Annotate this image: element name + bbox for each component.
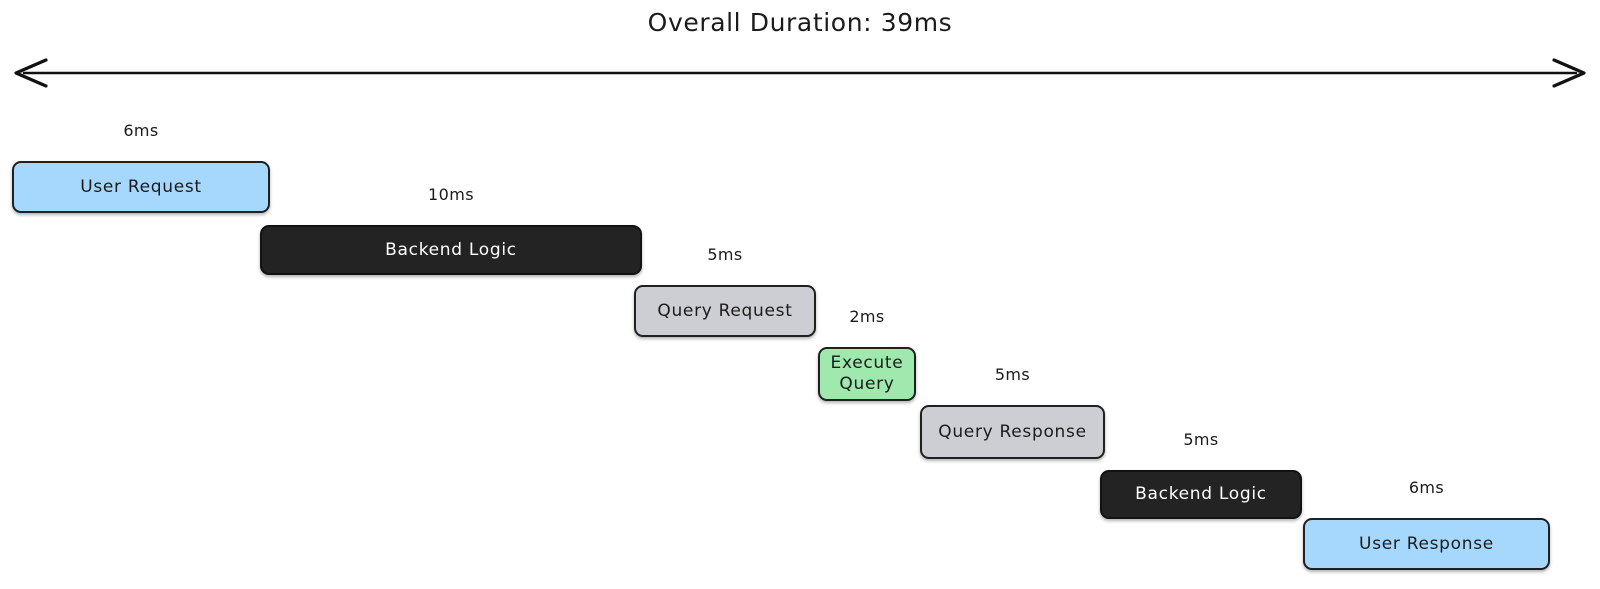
bar-execute-query[interactable]: Execute Query xyxy=(818,347,916,401)
bar-user-request-duration-label: 6ms xyxy=(123,121,159,140)
bar-query-request-duration-label: 5ms xyxy=(707,245,743,264)
bar-user-request[interactable]: User Request xyxy=(12,161,270,213)
bar-backend-logic-1-label: Backend Logic xyxy=(385,239,517,260)
bar-execute-query-label: Execute Query xyxy=(830,353,904,394)
bar-user-response[interactable]: User Response xyxy=(1303,518,1550,570)
overall-duration-axis xyxy=(14,58,1586,88)
bar-query-response-duration-label: 5ms xyxy=(994,365,1031,384)
bar-query-response[interactable]: Query Response xyxy=(920,405,1105,459)
bar-user-request-label: User Request xyxy=(80,176,202,197)
bar-user-response-duration-label: 6ms xyxy=(1408,478,1445,497)
bar-backend-logic-2-label: Backend Logic xyxy=(1135,484,1267,505)
bar-user-response-label: User Response xyxy=(1359,533,1494,554)
bar-backend-logic-2[interactable]: Backend Logic xyxy=(1100,470,1302,519)
bar-backend-logic-1-duration-label: 10ms xyxy=(428,185,474,204)
page-title: Overall Duration: 39ms xyxy=(647,8,953,37)
bar-query-request-label: Query Request xyxy=(657,300,793,321)
bar-query-response-label: Query Response xyxy=(938,421,1087,442)
bar-query-request[interactable]: Query Request xyxy=(634,285,816,337)
arrow-right-icon xyxy=(1552,58,1586,88)
arrow-left-icon xyxy=(14,58,48,88)
bar-execute-query-duration-label: 2ms xyxy=(849,307,885,326)
bar-backend-logic-1[interactable]: Backend Logic xyxy=(260,225,642,275)
bar-backend-logic-2-duration-label: 5ms xyxy=(1183,430,1219,449)
